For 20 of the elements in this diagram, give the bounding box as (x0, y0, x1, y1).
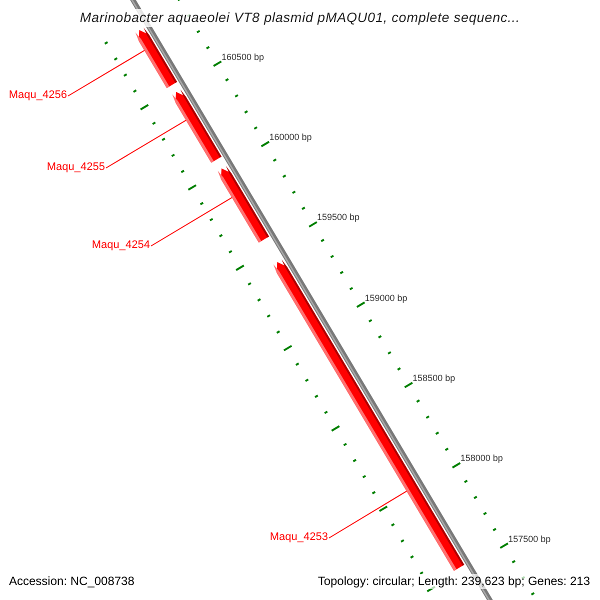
position-label: 160000 bp (269, 132, 312, 144)
leader-line (150, 197, 232, 246)
position-label: 159500 bp (316, 212, 360, 224)
leader-line (68, 50, 145, 96)
leader-line (106, 120, 186, 168)
position-label: 157500 bp (508, 534, 551, 545)
leader-line (328, 490, 408, 538)
summary-text: Topology: circular; Length: 239,623 bp; Genes: 213 (318, 574, 590, 589)
position-label: 158500 bp (412, 373, 456, 384)
gene-label: Maqu_4256 (8, 89, 67, 102)
gene-bar (135, 27, 178, 88)
position-label: 159000 bp (364, 292, 408, 304)
gene-bar (172, 89, 222, 163)
gene-label: Maqu_4253 (270, 531, 328, 544)
gene-label: Maqu_4255 (46, 161, 105, 174)
accession-text: Accession: NC_008738 (9, 574, 134, 589)
gene-label: Maqu_4254 (92, 239, 150, 252)
position-label: 160500 bp (221, 52, 264, 63)
position-label: 158000 bp (460, 453, 503, 464)
gene-bar (218, 166, 270, 243)
